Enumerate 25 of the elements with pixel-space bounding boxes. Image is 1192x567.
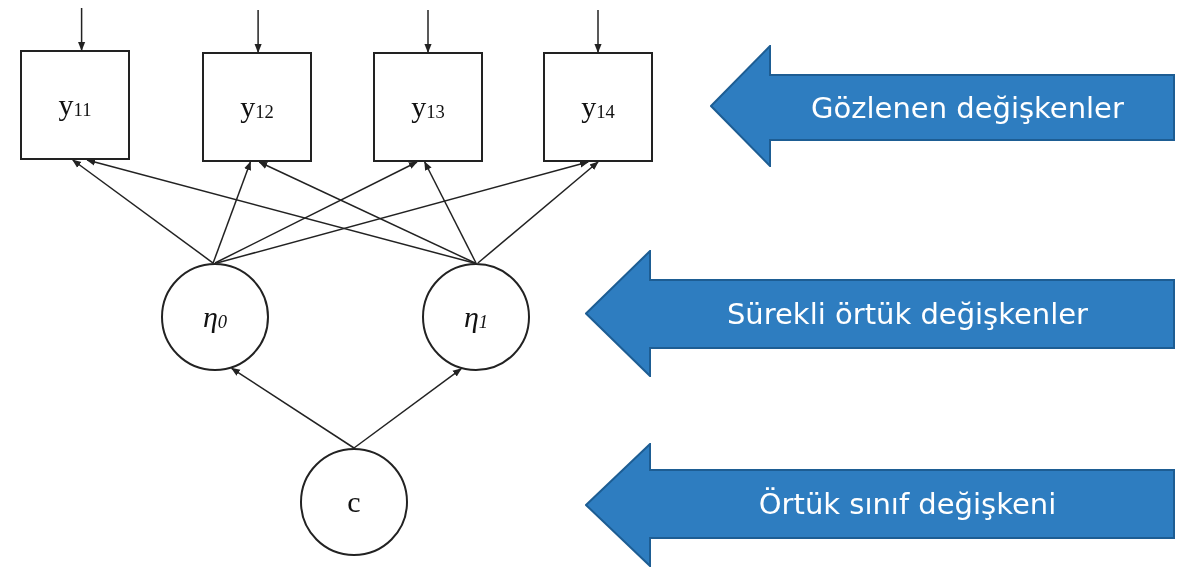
arrow-banner: [710, 45, 1175, 167]
variable-label: c: [347, 485, 361, 519]
arrow: [216, 160, 589, 264]
arrow: [594, 9, 602, 53]
arrow: [258, 161, 476, 264]
arrow: [353, 368, 462, 449]
arrow: [424, 9, 432, 53]
observed-box: [202, 52, 312, 162]
banner-text: Örtük sınıf değişkeni: [757, 486, 1058, 523]
observed-box: [543, 52, 653, 162]
arrow-banner: [585, 250, 1175, 377]
arrow: [230, 367, 355, 449]
banner-text: Gözlenen değişkenler: [810, 89, 1125, 127]
banner-text: Sürekli örtük değişkenler: [725, 296, 1090, 333]
observed-box: [20, 50, 130, 160]
arrow: [78, 7, 86, 51]
arrow: [72, 159, 214, 264]
arrow: [254, 9, 262, 53]
arrow: [212, 161, 252, 264]
arrow: [86, 158, 475, 264]
arrow: [423, 161, 477, 264]
arrow: [477, 161, 599, 264]
arrow: [214, 161, 418, 264]
arrow-banner: [585, 443, 1175, 567]
observed-box: [373, 52, 483, 162]
